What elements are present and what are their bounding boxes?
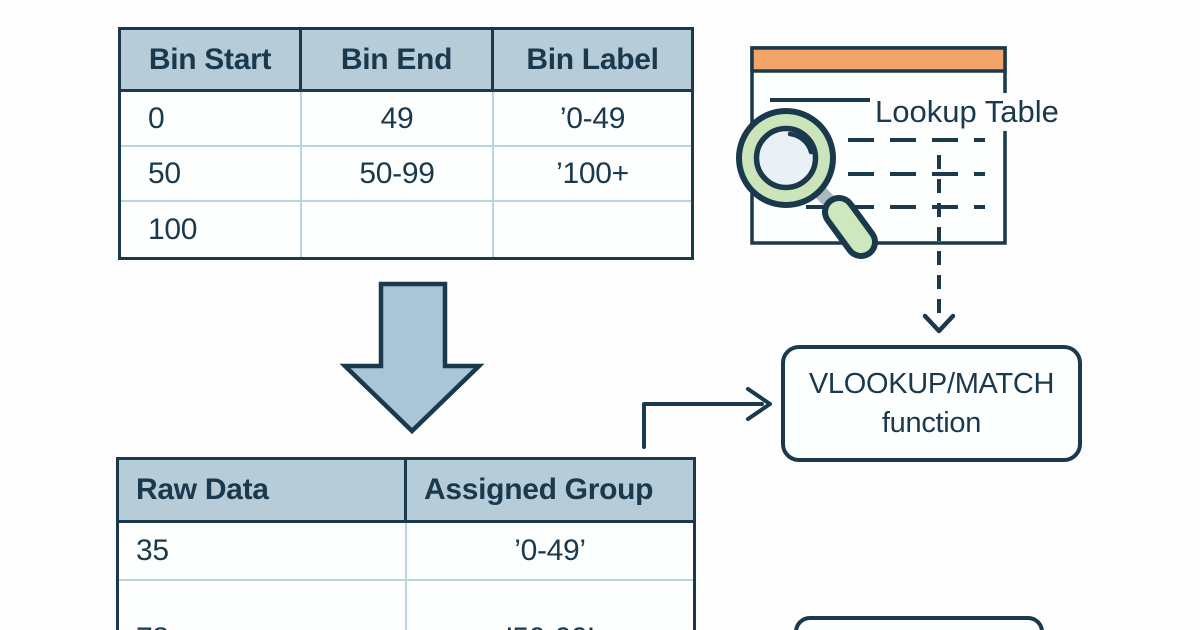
vlookup-box: VLOOKUP/MATCH function: [781, 345, 1082, 462]
bin-table-header-bin-start: Bin Start: [121, 30, 302, 92]
bin-table-header-bin-label: Bin Label: [494, 30, 691, 92]
result-table: Raw Data Assigned Group 35 ’0-49’ 78 ’50…: [116, 457, 696, 630]
dashed-down-arrow-icon: [922, 155, 956, 334]
bin-table-cell: [494, 202, 691, 257]
magnifier-icon: [736, 108, 878, 259]
lookup-frame-orange-header: [750, 46, 1007, 73]
result-table-cell: ’50-99’: [407, 581, 693, 630]
result-table-header-assigned-group: Assigned Group: [407, 460, 693, 523]
bin-table-cell: ’100+: [494, 147, 691, 202]
bin-table-header-bin-end: Bin End: [302, 30, 494, 92]
lookup-table-label: Lookup Table: [870, 93, 1064, 131]
magnifier-handle: [828, 201, 872, 253]
right-elbow-arrow-icon: [642, 387, 772, 449]
bin-table-cell: 100: [121, 202, 302, 257]
magnifier-lens-highlight: [787, 131, 814, 155]
partial-output-box: [794, 616, 1044, 630]
bin-table-cell: 0: [121, 92, 302, 147]
bin-table-cell: 49: [302, 92, 494, 147]
bin-table-cell: 50: [121, 147, 302, 202]
bin-table-cell: ’0-49: [494, 92, 691, 147]
result-table-cell: 35: [119, 523, 407, 581]
vlookup-box-line2: function: [881, 406, 982, 439]
result-table-cell: ’0-49’: [407, 523, 693, 581]
bin-table: Bin Start Bin End Bin Label 0 49 ’0-49 5…: [118, 27, 694, 260]
vlookup-box-line1: VLOOKUP/MATCH: [808, 367, 1055, 400]
result-table-cell: 78: [119, 581, 407, 630]
bin-table-cell: 50-99: [302, 147, 494, 202]
result-table-header-raw-data: Raw Data: [119, 460, 407, 523]
magnifier-lens: [753, 125, 819, 191]
down-block-arrow-icon: [339, 281, 485, 435]
lookup-table-sketch: [750, 46, 1007, 334]
bin-table-cell: [302, 202, 494, 257]
